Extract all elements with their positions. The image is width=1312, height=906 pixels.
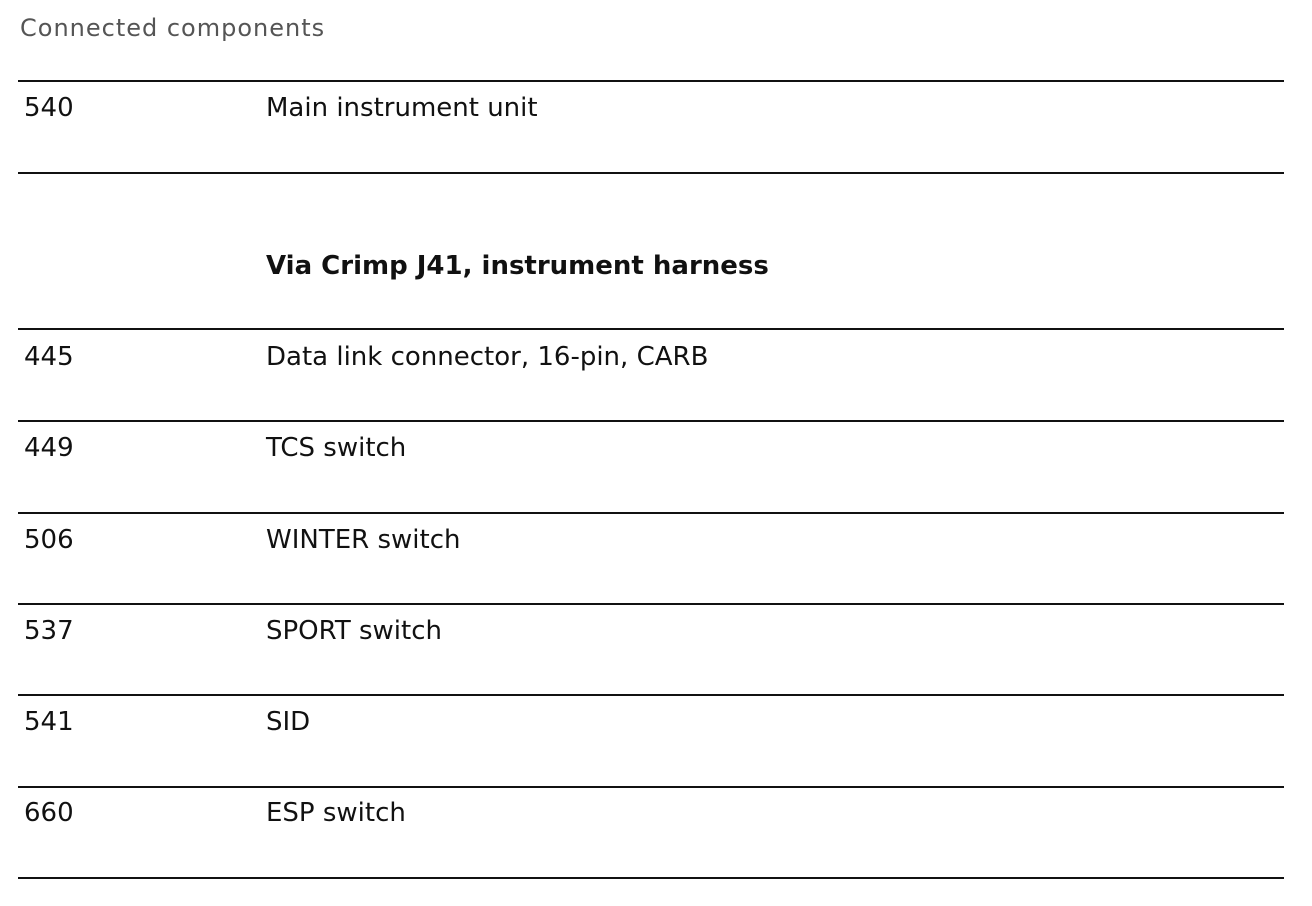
- component-description: SPORT switch: [266, 616, 442, 646]
- table-rule: [18, 786, 1284, 788]
- table-rule: [18, 420, 1284, 422]
- page-title: Connected components: [20, 14, 326, 42]
- table-rule: [18, 172, 1284, 174]
- component-description: TCS switch: [266, 433, 407, 463]
- component-description: Data link connector, 16-pin, CARB: [266, 342, 709, 372]
- table-rule: [18, 512, 1284, 514]
- component-code: 541: [24, 707, 74, 737]
- component-description: Main instrument unit: [266, 93, 538, 123]
- table-rule: [18, 80, 1284, 82]
- component-code: 506: [24, 525, 74, 555]
- section-heading: Via Crimp J41, instrument harness: [266, 251, 769, 281]
- component-code: 445: [24, 342, 74, 372]
- component-code: 660: [24, 798, 74, 828]
- component-description: SID: [266, 707, 311, 737]
- component-code: 540: [24, 93, 74, 123]
- component-description: ESP switch: [266, 798, 406, 828]
- component-code: 449: [24, 433, 74, 463]
- table-rule: [18, 603, 1284, 605]
- table-rule: [18, 328, 1284, 330]
- component-code: 537: [24, 616, 74, 646]
- component-description: WINTER switch: [266, 525, 461, 555]
- table-rule: [18, 877, 1284, 879]
- table-rule: [18, 694, 1284, 696]
